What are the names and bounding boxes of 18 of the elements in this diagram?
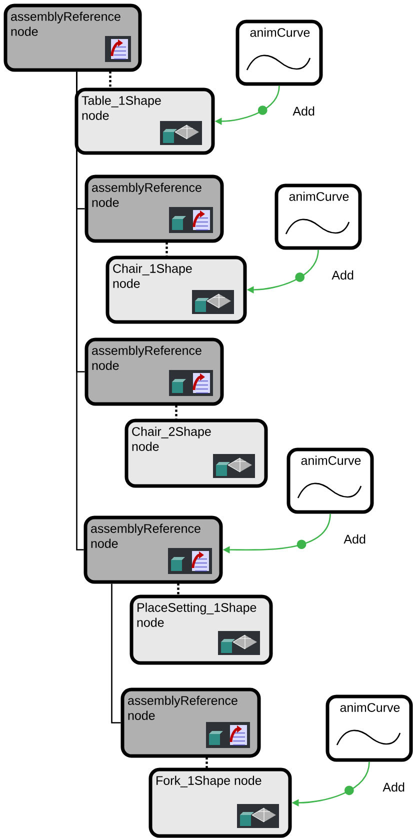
shape-node-box: Chair_2Shape node — [124, 418, 268, 488]
shape-node-box: PlaceSetting_1Shape node — [130, 594, 273, 665]
anim-curve-box: animCurve — [326, 694, 413, 762]
anim-curve-box: animCurve — [286, 448, 374, 514]
anim-curve-box: animCurve — [274, 184, 362, 250]
connector — [109, 71, 112, 88]
edge-label: Add — [330, 269, 355, 281]
edge-label: Add — [382, 781, 406, 793]
edge-label: Add — [292, 105, 316, 117]
connector — [76, 72, 84, 550]
edge-label: Add — [342, 533, 367, 545]
connector — [175, 405, 178, 420]
connector — [166, 242, 168, 256]
connector — [111, 584, 121, 724]
connector — [206, 757, 208, 768]
connector — [177, 583, 180, 596]
anim-curve-box: animCurve — [236, 20, 323, 86]
reference-node-box: assemblyReference node — [4, 4, 142, 72]
